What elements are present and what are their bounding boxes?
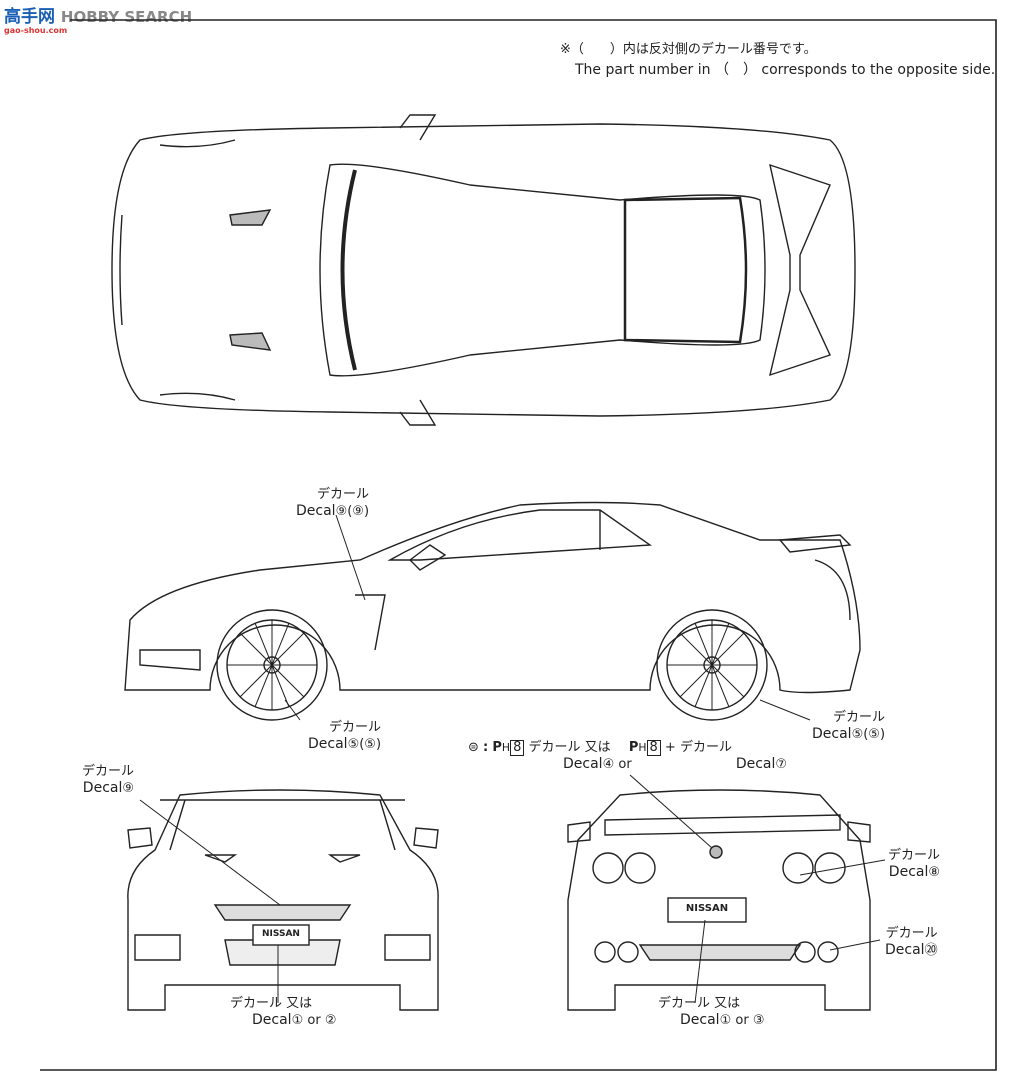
label-rear-diffuser: デカール Decal⑳ — [885, 926, 938, 959]
front-view — [127, 789, 439, 1011]
emblem-icon: ⊜ — [468, 740, 479, 755]
label-front-grille: デカール Decal⑨ — [82, 764, 134, 797]
decal-number: ⑤ — [851, 727, 864, 742]
label-side-upper: デカール Decal⑨(⑨) — [296, 487, 369, 520]
or-en: or — [618, 757, 632, 772]
side-view — [124, 501, 861, 721]
decal-number: ④ — [602, 757, 615, 772]
label-jp: デカール — [888, 848, 941, 863]
decal-number-opposite: (⑨) — [347, 504, 370, 519]
label-jp: デカール — [329, 720, 382, 735]
label-en: Decal — [563, 756, 603, 772]
watermark-url: gao-shou.com — [4, 26, 68, 35]
note-en: The part number in （ ） corresponds to th… — [575, 62, 996, 78]
label-en: Decal — [308, 736, 348, 752]
label-jp: デカール — [317, 487, 370, 502]
frame — [40, 19, 997, 1071]
decal-number-alt: ⑦ — [775, 757, 788, 772]
decal-number-opposite: (⑤) — [863, 727, 886, 742]
or-jp: 又は — [714, 996, 741, 1011]
label-jp: デカール — [833, 710, 886, 725]
label-en: Decal — [296, 503, 336, 519]
label-en: Decal — [885, 942, 925, 958]
label-rear-badge: デカール Decal⑧ — [888, 848, 940, 881]
note-jp: ※（ ）内は反対側のデカール番号です。 — [560, 42, 817, 57]
watermark-en: HOBBY SEARCH — [60, 8, 193, 26]
decal-number: ⑤ — [347, 737, 360, 752]
decal-number: ① — [719, 1013, 732, 1028]
label-en-2: Decal — [735, 756, 776, 772]
label-en: Decal — [888, 864, 929, 880]
watermark-logo: 高手网 HOBBY SEARCH gao-shou.com — [4, 2, 192, 35]
decal-number-alt: ③ — [752, 1013, 765, 1028]
or-en: or — [307, 1013, 321, 1028]
label-side-rear-wheel: デカール Decal⑤(⑤) — [812, 710, 885, 743]
part-sub: H — [501, 741, 511, 754]
rear-view — [567, 789, 871, 1011]
plus: + — [664, 740, 676, 755]
label-jp: デカール — [885, 926, 938, 941]
label-jp: デカール — [82, 764, 135, 779]
label-en: Decal — [680, 1012, 720, 1028]
leader-lines — [139, 514, 886, 1004]
label-front-plate: デカール 又は Decal① or ② — [230, 996, 336, 1029]
decal-number: ① — [291, 1013, 304, 1028]
front-plate-text: NISSAN — [262, 929, 300, 939]
label-en: Decal — [812, 726, 852, 742]
label-rear-plate: デカール 又は Decal① or ③ — [658, 996, 764, 1029]
top-view — [111, 114, 856, 426]
decal-number-opposite: (⑤) — [359, 737, 382, 752]
decal-number: ⑧ — [928, 865, 941, 880]
label-en: Decal — [252, 1012, 292, 1028]
label-en: Decal — [82, 780, 123, 796]
part-number: 8 — [510, 740, 525, 756]
part-letter: P — [492, 740, 502, 755]
decal-number-alt: ② — [324, 1013, 337, 1028]
or-jp: 又は — [584, 740, 611, 755]
decal-number: ⑳ — [924, 943, 938, 958]
label-side-front-wheel: デカール Decal⑤(⑤) — [308, 720, 381, 753]
decal-number: ⑨ — [122, 781, 135, 796]
label-jp: デカール — [658, 996, 711, 1011]
label-jp-2: デカール — [679, 740, 732, 755]
label-jp: デカール — [528, 740, 581, 755]
decal-number: ⑨ — [335, 504, 348, 519]
watermark-cn: 高手网 — [4, 7, 55, 27]
rear-plate-text: NISSAN — [685, 903, 729, 914]
or-en: or — [735, 1013, 749, 1028]
label-jp: デカール — [230, 996, 283, 1011]
or-jp: 又は — [286, 996, 313, 1011]
